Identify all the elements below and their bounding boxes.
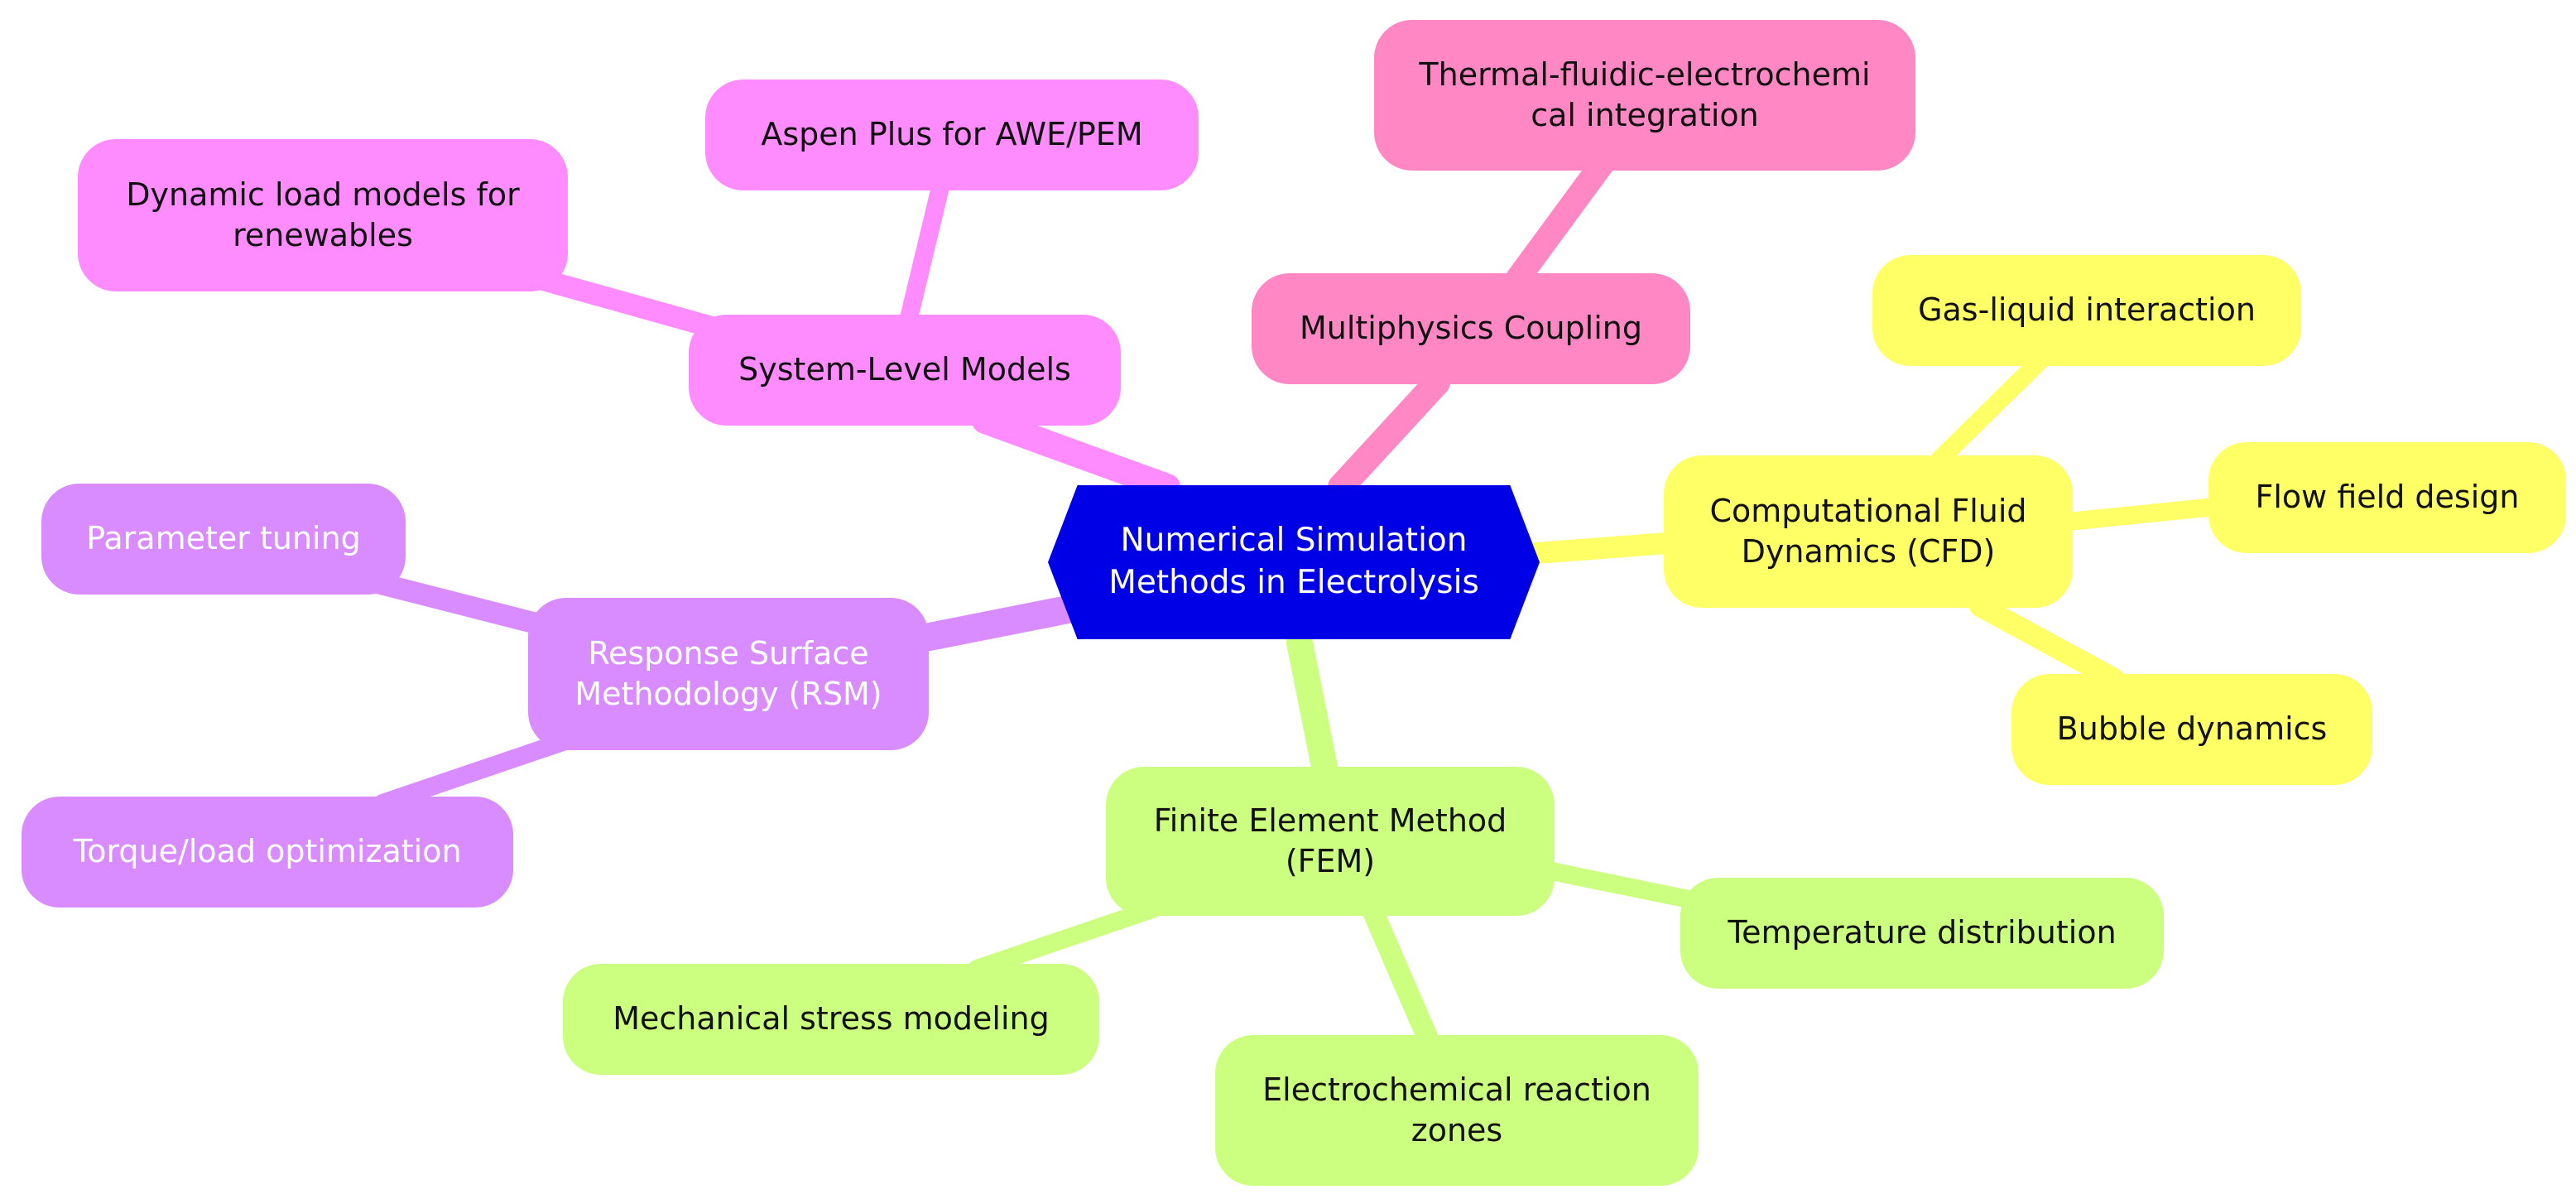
edge-fem-temperature	[1542, 862, 1698, 908]
leaf-label: Parameter tuning	[86, 520, 361, 557]
edge-cfd-bubble	[1969, 595, 2125, 690]
edge-root-cfd	[1526, 532, 1678, 564]
branch-rsm[interactable]: Response Surface Methodology (RSM)	[528, 598, 929, 750]
edge-system-aspen	[900, 178, 949, 327]
edge-rsm-torque	[373, 733, 572, 812]
branch-system-label: System-Level Models	[738, 351, 1071, 388]
leaf-dynamic-load[interactable]: Dynamic load models for renewables	[78, 139, 568, 291]
leaf-electrochemical-zones[interactable]: Electrochemical reaction zones	[1215, 1035, 1699, 1186]
branch-multiphysics-label: Multiphysics Coupling	[1299, 310, 1642, 347]
leaf-torque-optimization[interactable]: Torque/load optimization	[22, 797, 513, 908]
leaf-label: Thermal-fluidic-electrochemi cal integra…	[1419, 55, 1871, 133]
root-node-label: Numerical Simulation Methods in Electrol…	[1108, 522, 1479, 601]
branch-system-level[interactable]: System-Level Models	[689, 315, 1121, 426]
leaf-label: Mechanical stress modeling	[613, 1000, 1050, 1038]
leaf-label: Gas-liquid interaction	[1918, 291, 2256, 329]
edge-root-fem	[1286, 629, 1338, 780]
root-node[interactable]: Numerical Simulation Methods in Electrol…	[1048, 485, 1540, 639]
leaf-bubble-dynamics[interactable]: Bubble dynamics	[2011, 674, 2372, 785]
leaf-label: Aspen Plus for AWE/PEM	[761, 116, 1143, 153]
edge-cfd-flow	[2059, 498, 2224, 531]
branch-fem-label: Finite Element Method (FEM)	[1153, 802, 1507, 879]
branch-cfd-label: Computational Fluid Dynamics (CFD)	[1709, 492, 2027, 570]
edge-root-multiphysics	[1328, 369, 1450, 500]
branch-rsm-label: Response Surface Methodology (RSM)	[574, 634, 882, 712]
leaf-label: Torque/load optimization	[73, 833, 462, 870]
leaf-label: Flow field design	[2255, 479, 2520, 516]
leaf-flow-field[interactable]: Flow field design	[2208, 442, 2566, 553]
edge-fem-mechanical	[968, 900, 1161, 978]
edge-multiphysics-thermal	[1506, 153, 1613, 291]
leaf-aspen-plus[interactable]: Aspen Plus for AWE/PEM	[705, 79, 1199, 190]
leaf-label: Bubble dynamics	[2056, 710, 2328, 748]
leaf-mechanical-stress[interactable]: Mechanical stress modeling	[563, 964, 1099, 1075]
edge-rsm-parameter	[367, 572, 557, 637]
edge-fem-electrochemical	[1363, 903, 1438, 1047]
branch-cfd[interactable]: Computational Fluid Dynamics (CFD)	[1664, 455, 2073, 608]
leaf-parameter-tuning[interactable]: Parameter tuning	[41, 484, 406, 595]
leaf-gas-liquid[interactable]: Gas-liquid interaction	[1872, 255, 2301, 366]
leaf-label: Electrochemical reaction zones	[1262, 1071, 1651, 1148]
leaf-temperature-distribution[interactable]: Temperature distribution	[1680, 878, 2164, 989]
edge-root-system	[972, 407, 1180, 500]
leaf-thermal-fluidic[interactable]: Thermal-fluidic-electrochemi cal integra…	[1374, 20, 1915, 171]
branch-fem[interactable]: Finite Element Method (FEM)	[1106, 767, 1555, 916]
edge-cfd-gas	[1930, 352, 2049, 469]
edge-root-rsm	[911, 595, 1082, 652]
leaf-label: Temperature distribution	[1728, 914, 2117, 951]
branch-multiphysics[interactable]: Multiphysics Coupling	[1252, 273, 1690, 384]
leaf-label: Dynamic load models for renewables	[126, 176, 520, 253]
